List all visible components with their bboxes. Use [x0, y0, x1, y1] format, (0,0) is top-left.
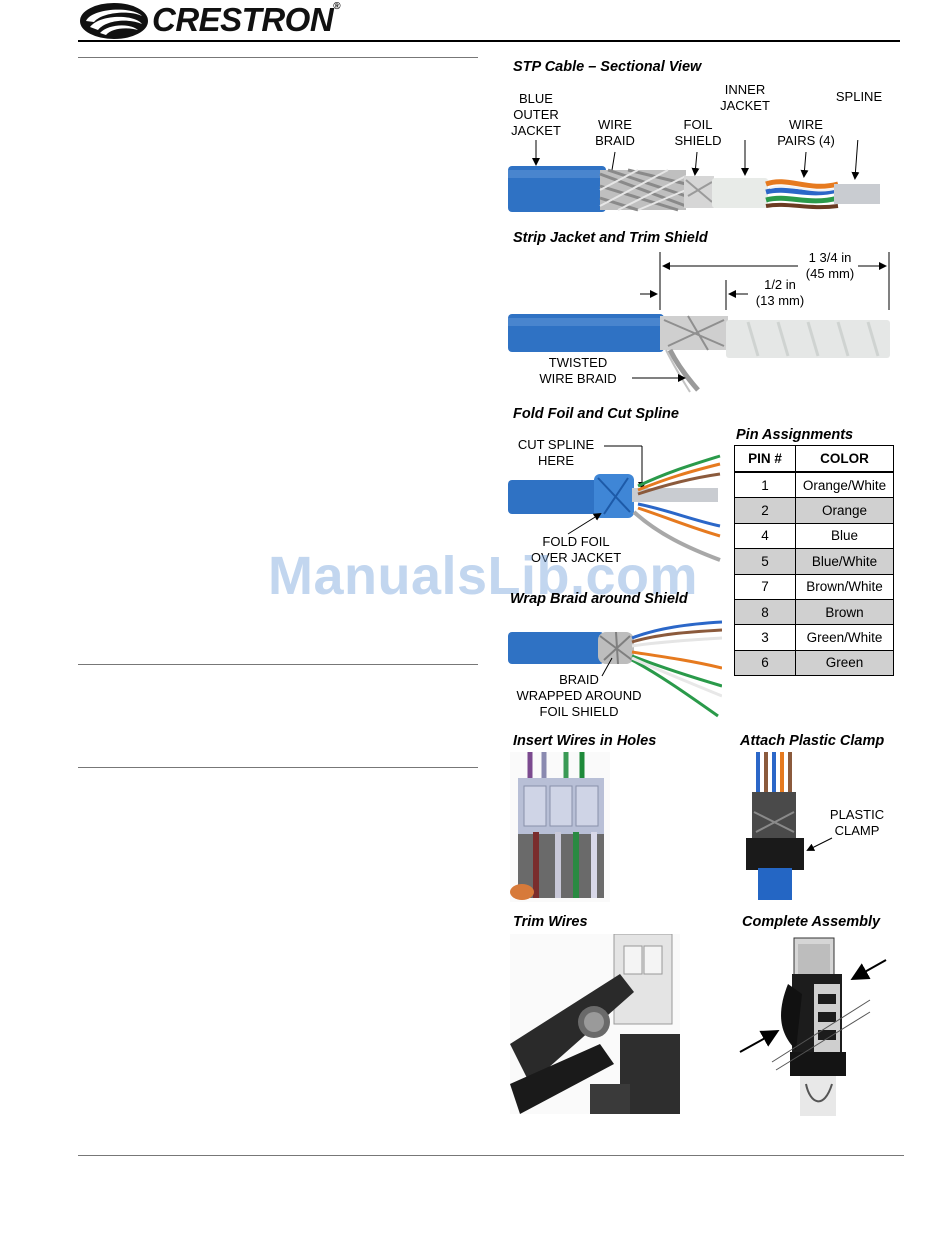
pin-number: 2 [734, 497, 796, 524]
strip-title: Strip Jacket and Trim Shield [513, 230, 708, 246]
clamp-title: Attach Plastic Clamp [740, 733, 885, 749]
pin-number: 7 [734, 573, 796, 600]
callout-cut-spline: CUT SPLINE HERE [517, 437, 595, 468]
pin-color: Brown [795, 598, 894, 626]
complete-assembly-image [736, 934, 900, 1118]
wrap-title: Wrap Braid around Shield [510, 591, 688, 607]
callout-spline: SPLINE [835, 89, 883, 104]
strip-jacket-image [508, 250, 900, 396]
header-rule [78, 40, 900, 42]
dim-short-label: 1/2 in (13 mm) [755, 277, 805, 308]
pin-color: Green [795, 649, 894, 677]
complete-title: Complete Assembly [742, 914, 881, 930]
crestron-logo [80, 2, 400, 40]
trim-wires-image [510, 934, 680, 1114]
plastic-clamp-image [744, 752, 834, 902]
stp-title: STP Cable – Sectional View [513, 59, 702, 75]
pin-color: Green/White [795, 624, 894, 651]
pin-color: Orange/White [795, 471, 894, 499]
callout-fold-foil: FOLD FOIL OVER JACKET [530, 534, 622, 565]
pin-number: 3 [734, 624, 796, 651]
callout-wire-braid: WIRE BRAID [595, 117, 635, 148]
color-header: COLOR [795, 445, 894, 473]
callout-foil-shield: FOIL SHIELD [674, 117, 722, 148]
trim-title: Trim Wires [513, 914, 588, 930]
pin-color: Brown/White [795, 573, 894, 600]
footer-rule [78, 1155, 904, 1156]
pin-header: PIN # [734, 445, 796, 473]
callout-wire-pairs: WIRE PAIRS (4) [777, 117, 835, 148]
callout-plastic-clamp: PLASTIC CLAMP [829, 807, 885, 838]
fold-foil-image [508, 438, 722, 570]
wrap-braid-image [508, 616, 722, 718]
pin-number: 4 [734, 522, 796, 550]
crestron-swirl-icon [80, 3, 148, 39]
callout-twisted-braid: TWISTED WIRE BRAID [539, 355, 617, 386]
pin-color: Blue/White [795, 548, 894, 575]
stp-cable-image [508, 140, 900, 220]
insert-wires-image [510, 752, 610, 902]
left-rule-1 [78, 57, 478, 58]
pin-color: Blue [795, 522, 894, 550]
pin-number: 5 [734, 548, 796, 575]
pin-color: Orange [795, 497, 894, 524]
pin-table-title: Pin Assignments [736, 427, 854, 443]
dim-long-label: 1 3/4 in (45 mm) [805, 250, 855, 281]
watermark: ManualsLib.com [268, 546, 699, 606]
pin-number: 6 [734, 649, 796, 677]
pin-number: 1 [734, 471, 796, 499]
brand-name: CRESTRON® [152, 1, 341, 38]
callout-braid-wrapped: BRAID WRAPPED AROUND FOIL SHIELD [516, 672, 642, 719]
insert-title: Insert Wires in Holes [513, 733, 657, 749]
callout-blue-outer-jacket: BLUE OUTER JACKET [511, 91, 561, 138]
fold-title: Fold Foil and Cut Spline [513, 406, 679, 422]
callout-inner-jacket: INNER JACKET [720, 82, 770, 113]
left-rule-2 [78, 664, 478, 665]
left-rule-3 [78, 767, 478, 768]
pin-number: 8 [734, 598, 796, 626]
